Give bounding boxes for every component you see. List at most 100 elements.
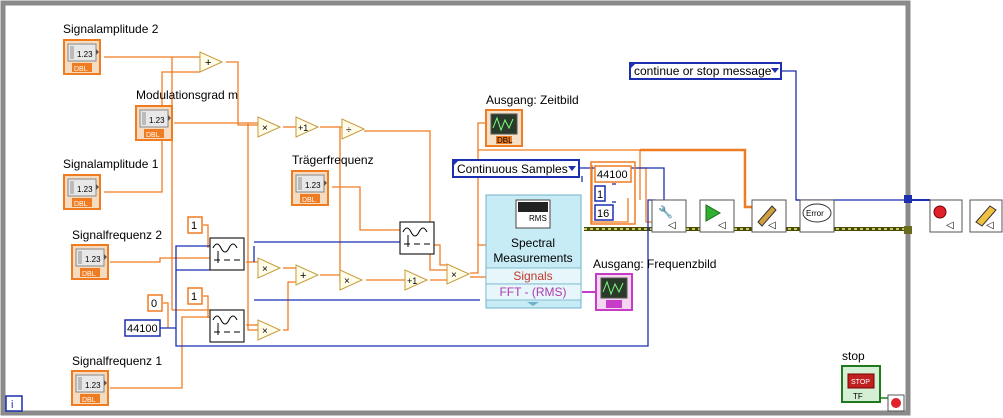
numeric-glyph: 1.23 bbox=[149, 116, 165, 125]
sine-generator-icon bbox=[402, 227, 428, 237]
express-vi-title2: Measurements bbox=[493, 251, 572, 265]
dbl-type: DBL bbox=[74, 201, 88, 208]
sound-clear-icon bbox=[975, 205, 997, 227]
add-node-2-label: + bbox=[300, 270, 306, 282]
label-ausgang-zeitbild: Ausgang: Zeitbild bbox=[486, 93, 579, 107]
label-ausgang-frequenzbild: Ausgang: Frequenzbild bbox=[593, 257, 716, 271]
sine-generator-icon bbox=[212, 315, 238, 325]
increment-node-2[interactable]: +1 bbox=[404, 269, 429, 291]
add-node-1-label: + bbox=[205, 57, 211, 69]
error-handler-vi[interactable]: Error bbox=[799, 199, 835, 233]
add-node-1[interactable]: + bbox=[199, 51, 224, 73]
label-stop: stop bbox=[842, 349, 865, 363]
zeitbild-type: DBL bbox=[497, 136, 513, 145]
add-node-2[interactable]: + bbox=[295, 264, 320, 286]
numeric-glyph: 1.23 bbox=[77, 50, 93, 59]
sound-stop-vi[interactable]: ◁ bbox=[929, 199, 963, 233]
constant-zero-value: 0 bbox=[151, 298, 157, 310]
multiply-node-3-label: × bbox=[262, 326, 268, 337]
multiply-node-4[interactable]: × bbox=[339, 269, 364, 291]
divide-node-1-label: ÷ bbox=[346, 125, 352, 136]
while-loop-frame[interactable] bbox=[0, 0, 911, 416]
express-vi-signals: Signals bbox=[513, 269, 552, 283]
numeric-glyph: 1.23 bbox=[85, 381, 101, 390]
chevron-down-icon bbox=[568, 166, 576, 171]
dbl-type: DBL bbox=[82, 271, 96, 278]
label-signalfrequenz1: Signalfrequenz 1 bbox=[72, 354, 162, 368]
blue-tunnel bbox=[904, 195, 912, 203]
numeric-glyph: 1.23 bbox=[85, 255, 101, 264]
sound-config-vi[interactable]: 🔧 ◁ bbox=[651, 199, 687, 233]
zeitbild-graph-terminal[interactable]: DBL bbox=[485, 109, 523, 147]
label-modulationsgrad: Modulationsgrad m bbox=[136, 88, 238, 102]
sound-format-bundle[interactable]: 44100 1 16 bbox=[590, 161, 636, 225]
constant-one-a[interactable]: 1 bbox=[187, 216, 203, 234]
sound-start-vi[interactable]: ◁ bbox=[699, 199, 735, 233]
express-vi-title1: Spectral bbox=[511, 236, 555, 250]
constant-samplerate-value: 44100 bbox=[127, 323, 158, 335]
constant-one-a-value: 1 bbox=[191, 220, 197, 232]
label-signalamplitude1: Signalamplitude 1 bbox=[63, 157, 159, 171]
chevron-down-icon bbox=[527, 302, 539, 306]
multiply-node-3[interactable]: × bbox=[257, 319, 282, 341]
constant-samplerate[interactable]: 44100 bbox=[124, 319, 161, 337]
continue-or-stop-text: continue or stop message bbox=[634, 64, 772, 78]
error-glyph: Error bbox=[806, 209, 824, 218]
constant-zero[interactable]: 0 bbox=[147, 294, 163, 312]
bundle-bits-value: 16 bbox=[597, 208, 609, 220]
bundle-rate-value: 44100 bbox=[597, 169, 628, 181]
chevron-down-icon bbox=[771, 68, 779, 73]
frequenzbild-graph-terminal[interactable] bbox=[595, 273, 633, 311]
divide-node-1[interactable]: ÷ bbox=[341, 118, 366, 140]
svg-text:◁: ◁ bbox=[768, 220, 776, 231]
dbl-type: DBL bbox=[82, 397, 96, 404]
sine-generator-sine2[interactable] bbox=[209, 237, 245, 271]
dbl-type: DBL bbox=[146, 132, 160, 139]
multiply-node-4-label: × bbox=[344, 276, 350, 287]
rms-icon-label: RMS bbox=[529, 214, 547, 223]
continuous-samples-ring[interactable]: Continuous Samples bbox=[452, 159, 580, 178]
stop-type: TF bbox=[853, 392, 863, 401]
sound-write-vi[interactable]: ◁ bbox=[751, 199, 787, 233]
label-signalamplitude2: Signalamplitude 2 bbox=[63, 22, 159, 36]
numeric-glyph: 1.23 bbox=[77, 185, 93, 194]
sine-generator-carrier[interactable] bbox=[399, 221, 435, 255]
sine-generator-icon bbox=[212, 243, 238, 253]
express-vi-fft: FFT - (RMS) bbox=[499, 285, 566, 299]
loop-condition-terminal[interactable] bbox=[887, 394, 905, 412]
stop-glyph: STOP bbox=[851, 379, 870, 386]
svg-text:◁: ◁ bbox=[718, 220, 726, 231]
multiply-node-2[interactable]: × bbox=[257, 257, 282, 279]
svg-text:◁: ◁ bbox=[946, 220, 954, 231]
stop-terminal[interactable]: STOP TF bbox=[841, 365, 881, 403]
continuous-samples-text: Continuous Samples bbox=[457, 162, 568, 176]
multiply-node-5-label: × bbox=[451, 270, 457, 281]
increment-node-1[interactable]: +1 bbox=[295, 116, 320, 138]
increment-node-1-label: +1 bbox=[298, 123, 308, 133]
multiply-node-1[interactable]: × bbox=[257, 116, 282, 138]
multiply-node-1-label: × bbox=[262, 123, 268, 134]
sound-clear-vi[interactable]: ◁ bbox=[969, 199, 1003, 233]
sine-generator-sine1[interactable] bbox=[209, 309, 245, 343]
sound-write-icon bbox=[757, 205, 777, 227]
constant-one-b[interactable]: 1 bbox=[187, 287, 203, 305]
bundle-channels-value: 1 bbox=[597, 189, 603, 201]
label-signalfrequenz2: Signalfrequenz 2 bbox=[72, 228, 162, 242]
multiply-node-2-label: × bbox=[262, 264, 268, 275]
increment-node-2-label: +1 bbox=[407, 276, 417, 286]
spectral-measurements-express-vi[interactable]: RMS Spectral Measurements Signals FFT - … bbox=[485, 194, 582, 309]
multiply-node-5[interactable]: × bbox=[446, 263, 471, 285]
sound-stop-icon bbox=[933, 205, 947, 219]
label-traegerfrequenz: Trägerfrequenz bbox=[292, 153, 374, 167]
sound-start-icon bbox=[705, 204, 722, 222]
continue-or-stop-ring[interactable]: continue or stop message bbox=[629, 62, 782, 80]
iteration-terminal: i bbox=[5, 395, 23, 412]
